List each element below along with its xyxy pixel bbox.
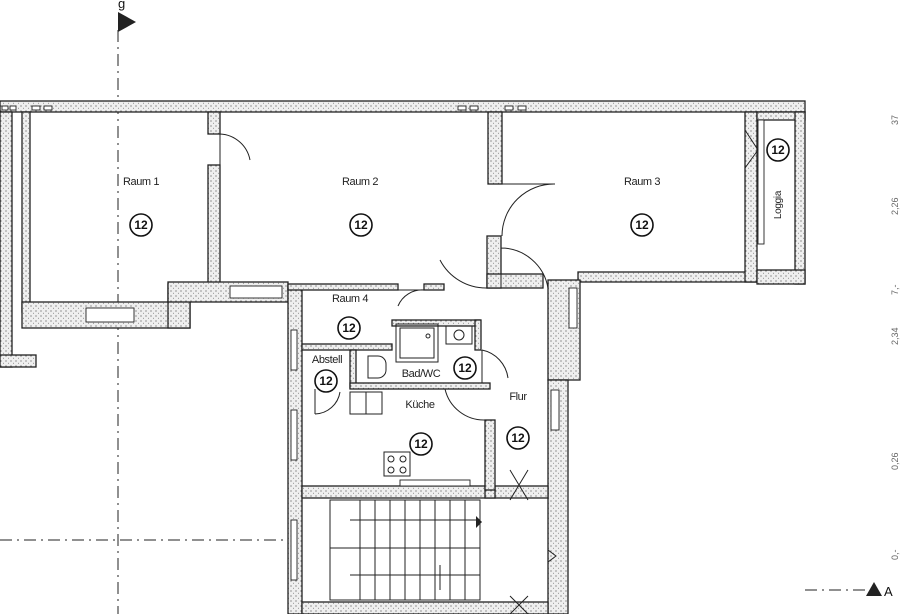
sink xyxy=(445,325,473,345)
marker-raum-2: 12 xyxy=(349,213,373,237)
room-label-abstell: Abstell xyxy=(312,354,342,366)
stairwell xyxy=(329,469,557,614)
marker-raum-1: 12 xyxy=(129,213,153,237)
section-arrow-top xyxy=(118,12,136,32)
room-label-flur: Flur xyxy=(509,391,527,403)
stove xyxy=(383,451,411,477)
svg-text:12: 12 xyxy=(134,218,148,232)
room-label-raum-2: Raum 2 xyxy=(342,176,378,188)
svg-text:12: 12 xyxy=(319,374,333,388)
bathtub xyxy=(395,323,439,363)
dimension-fragment: 7,- xyxy=(890,284,900,295)
svg-text:12: 12 xyxy=(635,218,649,232)
room-label-raum-1: Raum 1 xyxy=(123,176,159,188)
dimension-fragments: 37 2,26 7,- 2,34 0,26 0,- xyxy=(890,115,900,560)
svg-text:12: 12 xyxy=(511,431,525,445)
room-label-loggia: Loggia xyxy=(773,190,784,219)
room-label-bad: Bad/WC xyxy=(402,368,441,380)
section-arrow-bottom xyxy=(866,582,882,596)
room-label-raum-4: Raum 4 xyxy=(332,293,368,305)
marker-raum-4: 12 xyxy=(337,316,361,340)
marker-bad: 12 xyxy=(453,356,477,380)
fixtures xyxy=(349,323,473,477)
marker-abstell: 12 xyxy=(314,369,338,393)
dimension-fragment: 2,34 xyxy=(890,327,900,345)
svg-text:12: 12 xyxy=(414,437,428,451)
room-label-raum-3: Raum 3 xyxy=(624,176,660,188)
toilet xyxy=(367,355,387,379)
room-markers: 12 12 12 12 12 12 12 12 xyxy=(129,138,790,456)
windows xyxy=(1,105,765,581)
dimension-fragment: 0,26 xyxy=(890,452,900,470)
room-labels: Raum 1 Raum 2 Raum 3 Raum 4 Loggia Abste… xyxy=(123,176,784,411)
svg-text:12: 12 xyxy=(458,361,472,375)
room-label-kueche: Küche xyxy=(405,399,434,411)
dimension-fragment: 37 xyxy=(890,115,900,125)
section-letter-top: g xyxy=(118,0,125,11)
section-letter-bottom: A xyxy=(884,584,893,599)
svg-text:12: 12 xyxy=(354,218,368,232)
dimension-fragment: 0,- xyxy=(890,549,900,560)
marker-raum-3: 12 xyxy=(630,213,654,237)
svg-text:12: 12 xyxy=(771,143,785,157)
doors xyxy=(219,129,759,421)
marker-loggia: 12 xyxy=(766,138,790,162)
svg-text:12: 12 xyxy=(342,321,356,335)
marker-flur: 12 xyxy=(506,426,530,450)
dimension-fragment: 2,26 xyxy=(890,197,900,215)
marker-kueche: 12 xyxy=(409,432,433,456)
